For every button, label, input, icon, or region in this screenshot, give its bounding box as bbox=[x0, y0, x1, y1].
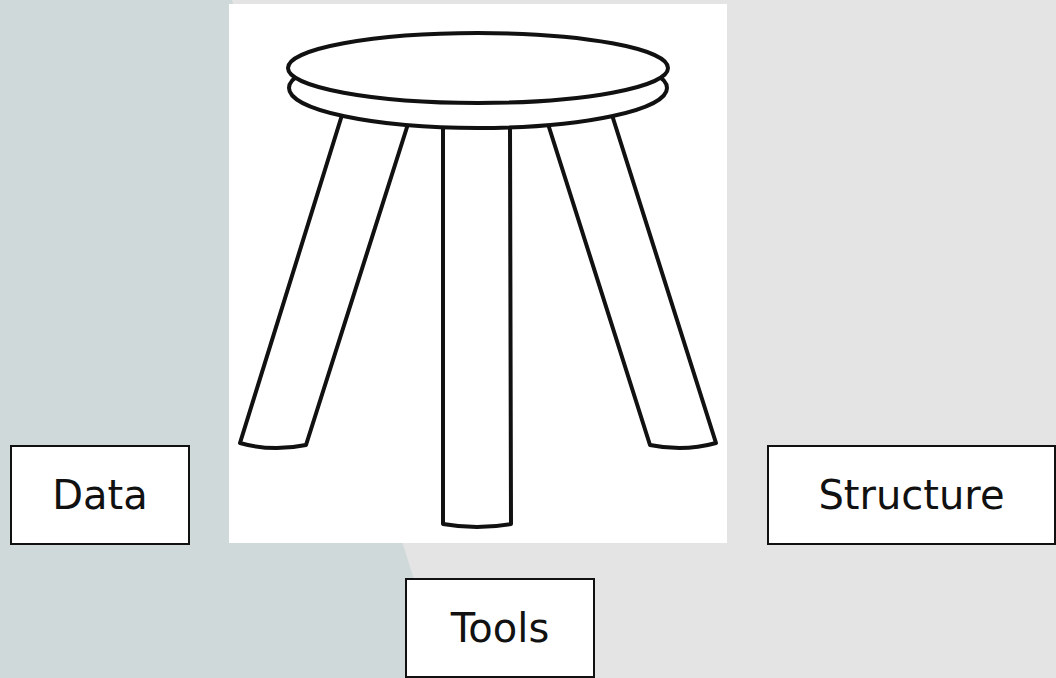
label-box: Data bbox=[10, 445, 190, 545]
stool-seat-top bbox=[288, 33, 668, 103]
label-box: Structure bbox=[767, 445, 1056, 545]
box-label: Data bbox=[52, 473, 148, 517]
stool-leg bbox=[240, 115, 408, 448]
stool-leg bbox=[443, 126, 511, 527]
stool-illustration bbox=[240, 33, 716, 527]
picture-frame bbox=[229, 4, 727, 543]
stool-leg bbox=[548, 115, 716, 448]
box-label: Tools bbox=[451, 606, 550, 650]
label-box: Tools bbox=[405, 578, 595, 678]
box-label: Structure bbox=[818, 473, 1004, 517]
